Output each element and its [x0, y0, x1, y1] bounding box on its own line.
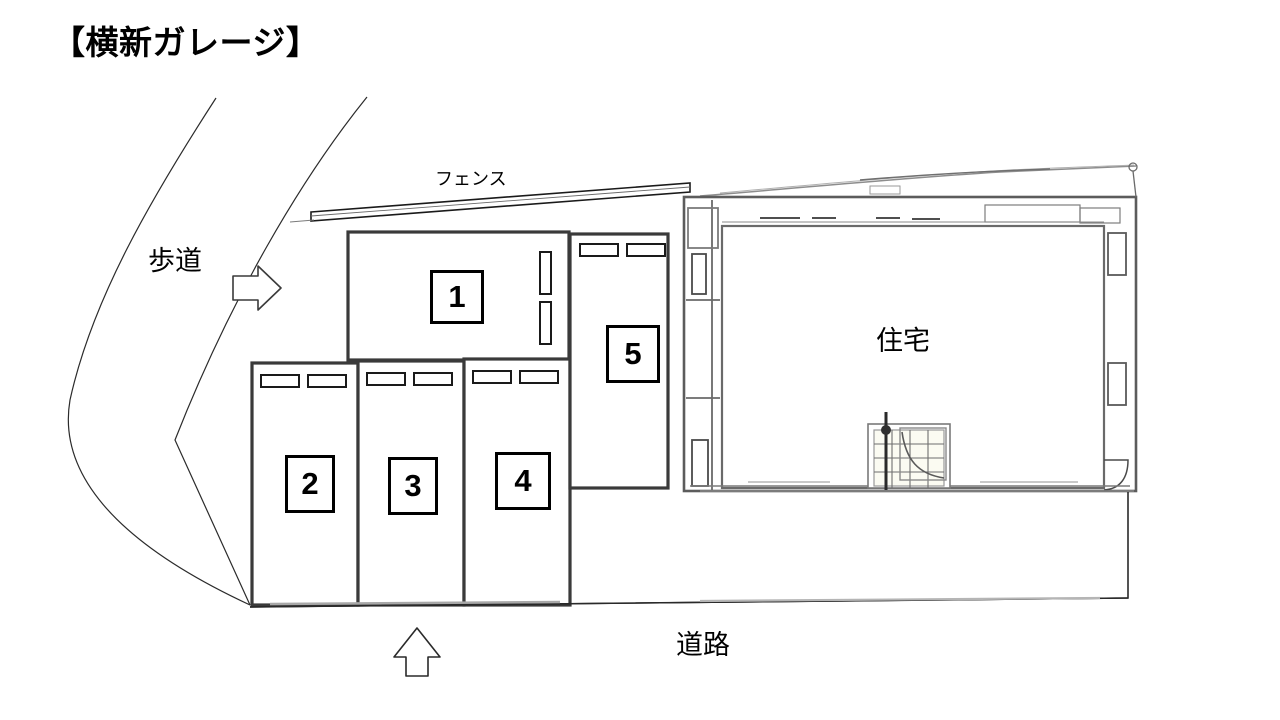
- stall-5-wheelstop-right: [626, 243, 666, 257]
- residence-corner-door-swing: [1103, 459, 1129, 491]
- residence-building: [682, 162, 1138, 493]
- residence-window-right-1: [1107, 232, 1127, 276]
- residence-left-strip: [686, 200, 720, 490]
- stall-number-badge-3[interactable]: 3: [388, 457, 438, 515]
- stall-3-wheelstop-right: [413, 372, 453, 386]
- stall-2-wheelstop-right: [307, 374, 347, 388]
- stall-4-wheelstop-left: [472, 370, 512, 384]
- residence-window-left-3: [691, 439, 709, 487]
- page-title: 【横新ガレージ】: [52, 24, 320, 61]
- residence-label: 住宅: [876, 326, 930, 356]
- stall-4-outline[interactable]: [462, 357, 572, 607]
- residence-door-swing-arc: [901, 431, 945, 479]
- fence-label: フェンス: [435, 169, 507, 189]
- sidewalk-inner-curve: [174, 96, 368, 606]
- stall-1-wheelstop-upper: [539, 251, 552, 295]
- stall-1-wheelstop-lower: [539, 301, 552, 345]
- residence-right-windows: [1103, 232, 1129, 491]
- sidewalk-arrow-icon: [232, 265, 282, 311]
- stall-2-wheelstop-left: [260, 374, 300, 388]
- road-label: 道路: [676, 630, 730, 660]
- residence-window-right-2: [1107, 362, 1127, 406]
- fence-bar: [289, 182, 691, 223]
- stall-number-badge-5[interactable]: 5: [606, 325, 660, 383]
- stall-3-wheelstop-left: [366, 372, 406, 386]
- residence-roof-sketch: [699, 164, 1137, 224]
- sidewalk-boundary-lines: [67, 96, 368, 606]
- residence-window-left-2: [691, 253, 707, 295]
- stall-number-badge-2[interactable]: 2: [285, 455, 335, 513]
- stall-5-wheelstop-left: [579, 243, 619, 257]
- stall-number-badge-4[interactable]: 4: [495, 452, 551, 510]
- residence-top-wall-detail: [722, 217, 1104, 223]
- road-entrance-arrow-icon: [393, 627, 441, 677]
- stall-4-wheelstop-right: [519, 370, 559, 384]
- road-edge-line: [249, 596, 1129, 608]
- sidewalk-label: 歩道: [148, 246, 202, 276]
- sidewalk-outer-curve: [67, 97, 251, 606]
- residence-entrance-stairs: [867, 412, 951, 490]
- stall-number-badge-1[interactable]: 1: [430, 270, 484, 324]
- residence-window-left-1: [687, 207, 719, 249]
- residence-roof-marker: [1128, 162, 1138, 198]
